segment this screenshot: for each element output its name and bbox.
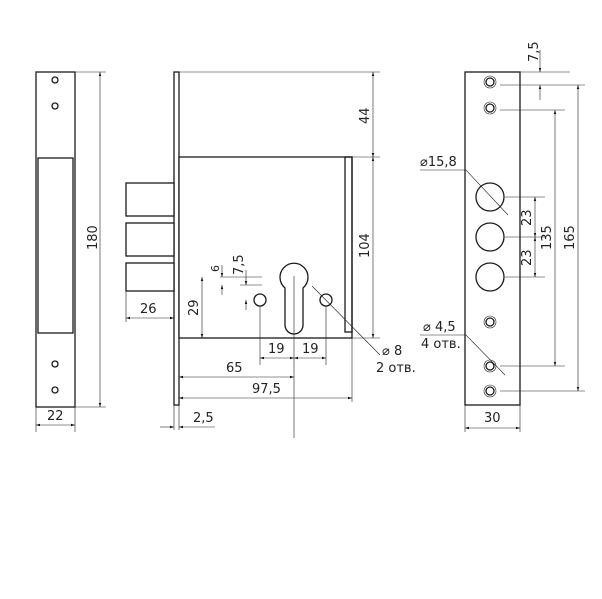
dim-65: 65 (226, 361, 243, 376)
dim-22: 22 (47, 409, 64, 424)
dim-23-bottom: 23 (520, 249, 535, 266)
dim-7-5: 7,5 (232, 254, 247, 275)
dim-30: 30 (484, 411, 501, 426)
big-hole-diameter-label: ⌀15,8 (420, 155, 457, 170)
small-hole-count-label: 4 отв. (421, 337, 461, 352)
small-hole-diameter-label: ⌀ 4,5 (423, 320, 456, 335)
left-faceplate: 180 22 (35, 71, 106, 432)
dim-97-5: 97,5 (252, 382, 281, 397)
dim-19-left: 19 (268, 342, 285, 357)
dim-165: 165 (563, 225, 578, 250)
strike-plate: 7,5 165 135 23 23 ⌀15,8 ⌀ 4,5 4 отв. 30 (420, 41, 585, 432)
dim-29: 29 (187, 299, 202, 316)
dim-135: 135 (540, 225, 555, 250)
dim-23-top: 23 (520, 209, 535, 226)
hole-count-label: 2 отв. (376, 361, 416, 376)
hole-diameter-label: ⌀ 8 (382, 344, 402, 359)
dim-6: 6 (209, 265, 222, 272)
dim-44: 44 (358, 107, 373, 124)
dim-2-5: 2,5 (193, 411, 214, 426)
dim-7-5-strike: 7,5 (527, 41, 542, 62)
dim-26: 26 (140, 302, 157, 317)
lock-body: 44 104 29 6 7,5 26 19 19 65 97,5 2,5 ⌀ 8… (125, 71, 416, 438)
dim-19-right: 19 (302, 342, 319, 357)
dim-104: 104 (358, 233, 373, 258)
dim-180: 180 (86, 225, 101, 250)
